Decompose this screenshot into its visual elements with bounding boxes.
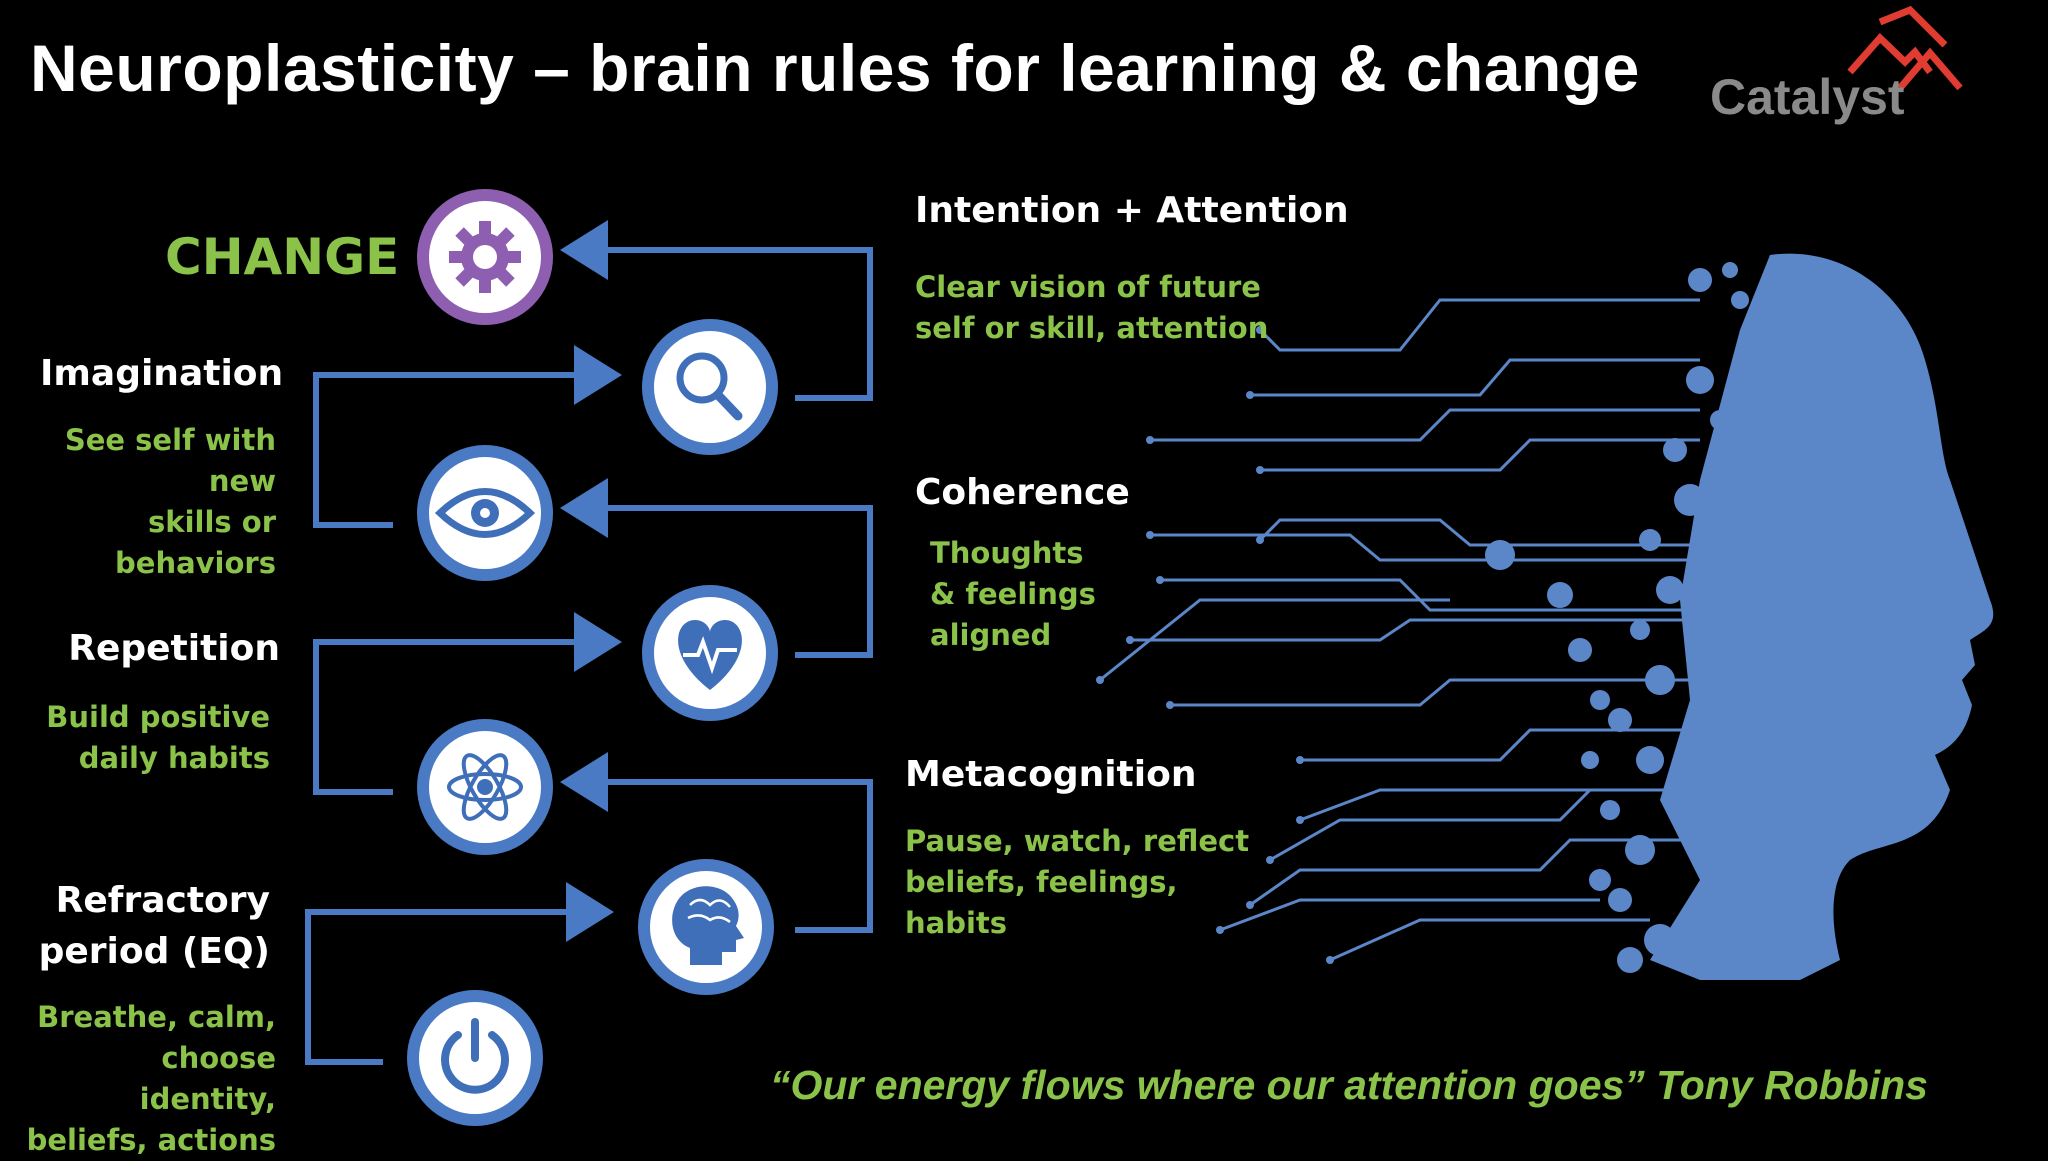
magnifier-icon xyxy=(642,319,778,455)
change-label: CHANGE xyxy=(165,228,400,286)
rule-heading-imagination: Imagination xyxy=(40,353,284,394)
heart-pulse-icon xyxy=(642,585,778,721)
eye-icon xyxy=(417,445,553,581)
rule-text-coherence: Thoughts & feelings aligned xyxy=(930,536,1096,652)
brain-head-icon xyxy=(638,859,774,995)
rule-text-intention: Clear vision of future self or skill, at… xyxy=(915,270,1269,345)
rule-heading-refractory: Refractory period (EQ) xyxy=(38,880,270,972)
quote: “Our energy flows where our attention go… xyxy=(770,1062,1928,1108)
head-silhouette xyxy=(1650,253,1994,981)
power-icon xyxy=(407,990,543,1126)
rule-heading-coherence: Coherence xyxy=(915,472,1130,513)
rule-text-refractory: Breathe, calm, choose identity, beliefs,… xyxy=(26,1000,276,1157)
gear-icon xyxy=(417,189,553,325)
rule-heading-intention: Intention + Attention xyxy=(915,190,1349,231)
atom-icon xyxy=(417,719,553,855)
page-title: Neuroplasticity – brain rules for learni… xyxy=(30,31,1640,105)
logo-text: Catalyst xyxy=(1710,69,1905,125)
rule-heading-metacognition: Metacognition xyxy=(905,754,1197,795)
rule-text-repetition: Build positive daily habits xyxy=(46,700,270,775)
rule-text-metacognition: Pause, watch, reflect beliefs, feelings,… xyxy=(905,824,1250,940)
rule-text-imagination: See self with new skills or behaviors xyxy=(64,423,276,580)
rule-heading-repetition: Repetition xyxy=(68,628,280,669)
